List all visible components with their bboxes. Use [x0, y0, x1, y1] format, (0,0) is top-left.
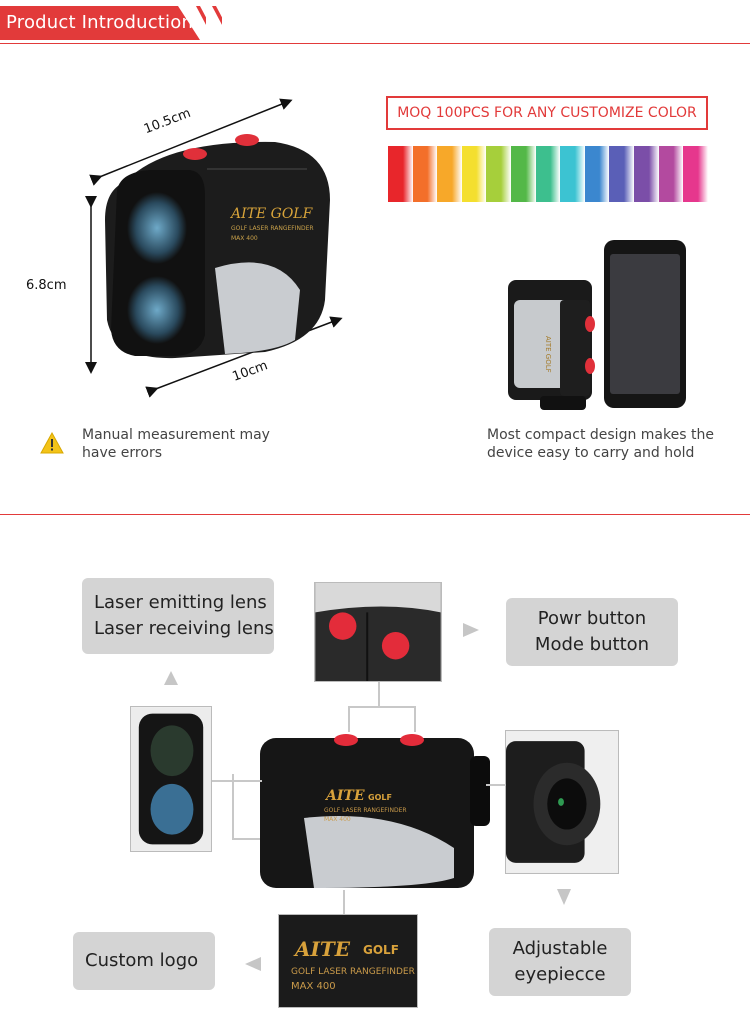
compact-note-line: device easy to carry and hold: [487, 445, 695, 461]
warning-triangle-icon: [40, 432, 64, 454]
color-swatch: [486, 146, 512, 202]
svg-text:MAX 400: MAX 400: [231, 235, 258, 242]
moq-banner: MOQ 100PCS FOR ANY CUSTOMIZE COLOR: [386, 96, 708, 130]
buttons-callout-line: Powr button: [537, 608, 647, 629]
measurement-note-line: Manual measurement may: [82, 427, 270, 443]
section-header: Product Introduction: [0, 0, 750, 46]
rangefinder-front-view: AITE GOLF GOLF LASER RANGEFINDER MAX 400: [260, 734, 490, 888]
color-swatch: [560, 146, 585, 202]
buttons-callout: Powr button Mode button: [506, 598, 678, 666]
connector-line: [232, 774, 234, 840]
eyepiece-callout-line: eyepiecce: [514, 964, 606, 985]
color-swatch: [584, 146, 610, 202]
logo-brand: AITE: [295, 937, 350, 961]
color-swatch: [412, 146, 438, 202]
header-line: [0, 43, 750, 44]
lens-closeup-photo: [130, 706, 212, 852]
arrow-up-icon: [164, 671, 178, 685]
buttons-closeup-photo: [314, 582, 442, 682]
section-title: Product Introduction: [6, 12, 194, 33]
device-brand-text: AITE GOLF: [229, 206, 314, 222]
color-swatches: [388, 146, 708, 202]
eyepiece-callout-line: Adjustable: [512, 938, 608, 959]
header-stripe: [212, 6, 222, 40]
front-brand-text: AITE: [324, 788, 365, 804]
logo-closeup-photo: AITE GOLF GOLF LASER RANGEFINDER MAX 400: [278, 914, 418, 1008]
length-arrow: [89, 98, 293, 186]
connector-line: [232, 838, 260, 840]
color-swatch: [437, 146, 462, 202]
logo-callout: Custom logo: [73, 932, 215, 990]
height-label: 6.8cm: [26, 278, 67, 293]
size-comparison-illustration: AITE GOLF: [508, 240, 686, 410]
color-swatch: [658, 146, 684, 202]
svg-text:AITE GOLF: AITE GOLF: [544, 336, 552, 373]
connector-line: [348, 706, 416, 708]
svg-text:GOLF LASER RANGEFINDER: GOLF LASER RANGEFINDER: [231, 225, 314, 232]
measurement-note: Manual measurement may have errors: [82, 426, 270, 462]
compact-note-line: Most compact design makes the: [487, 427, 714, 443]
arrow-left-icon: [245, 957, 261, 971]
color-swatch: [511, 146, 536, 202]
lens-callout: Laser emitting lens Laser receiving lens: [82, 578, 274, 654]
eyepiece-callout: Adjustable eyepiecce: [489, 928, 631, 996]
logo-model: MAX 400: [291, 981, 336, 992]
color-swatch: [683, 146, 708, 202]
svg-text:GOLF LASER RANGEFINDER: GOLF LASER RANGEFINDER: [324, 807, 407, 814]
color-swatch: [634, 146, 659, 202]
svg-text:MAX 400: MAX 400: [324, 816, 351, 823]
measurement-note-line: have errors: [82, 445, 162, 461]
rangefinder-dimension-illustration: AITE GOLF GOLF LASER RANGEFINDER MAX 400: [85, 98, 343, 398]
buttons-callout-line: Mode button: [534, 634, 650, 655]
connector-line: [348, 706, 350, 732]
color-swatch: [535, 146, 561, 202]
header-stripe: [196, 6, 206, 40]
lens-callout-line: Laser emitting lens: [94, 592, 267, 613]
connector-line: [212, 780, 262, 782]
compact-note: Most compact design makes the device eas…: [487, 426, 714, 462]
arrow-down-icon: [557, 889, 571, 905]
connector-line: [486, 784, 506, 786]
color-swatch: [461, 146, 487, 202]
color-swatch: [609, 146, 635, 202]
svg-text:GOLF: GOLF: [368, 793, 392, 802]
lens-callout-line: Laser receiving lens: [94, 618, 274, 639]
connector-line: [414, 706, 416, 732]
logo-callout-text: Custom logo: [85, 950, 199, 971]
arrow-right-icon: [463, 623, 479, 637]
logo-brand-suffix: GOLF: [363, 943, 399, 957]
color-swatch: [388, 146, 413, 202]
eyepiece-closeup-photo: [505, 730, 619, 874]
connector-line: [378, 682, 380, 706]
logo-subtitle: GOLF LASER RANGEFINDER: [291, 967, 415, 977]
header-tab: [0, 6, 200, 40]
section-divider: [0, 514, 750, 515]
connector-line: [343, 890, 345, 914]
